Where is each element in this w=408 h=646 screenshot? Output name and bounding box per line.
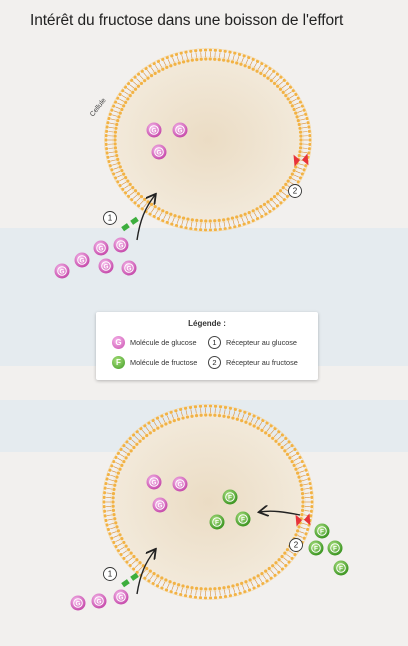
glucose-molecule <box>172 122 188 138</box>
glucose-symbol: G <box>151 127 156 134</box>
fructose-entry-arrow <box>260 511 301 515</box>
figure-title: Intérêt du fructose dans une boisson de … <box>30 12 344 29</box>
glucose-molecule <box>98 258 114 274</box>
legend-title: Légende : <box>188 319 226 328</box>
glucose-molecule <box>93 240 109 256</box>
glucose-molecule <box>70 595 86 611</box>
glucose-entry-arrow <box>136 195 155 241</box>
fructose-molecule <box>327 540 343 556</box>
glucose-molecule <box>146 474 162 490</box>
receptor-2-badge-label: 2 <box>294 541 299 550</box>
fructose-molecule <box>333 560 349 576</box>
glucose-molecule-icon: G <box>112 336 125 349</box>
glucose-symbol: G <box>98 245 103 252</box>
glucose-symbol: G <box>118 242 123 249</box>
legend-receptor1-label: Récepteur au glucose <box>226 338 297 347</box>
glucose-symbol: G <box>156 149 161 156</box>
glucose-molecule <box>121 260 137 276</box>
glucose-symbol: G <box>75 600 80 607</box>
receptor-2-badge <box>289 538 303 552</box>
legend-receptor2-label: Récepteur au fructose <box>226 358 298 367</box>
glucose-symbol: G <box>118 594 123 601</box>
fructose-symbol: F <box>320 528 324 535</box>
glucose-molecule <box>54 263 70 279</box>
glucose-symbol: G <box>151 479 156 486</box>
receptor-2-badge <box>288 184 302 198</box>
fructose-molecule <box>209 514 225 530</box>
glucose-symbol: G <box>59 268 64 275</box>
receptor-1-badge <box>103 567 117 581</box>
glucose-molecule <box>151 144 167 160</box>
glucose-symbol: G <box>126 265 131 272</box>
receptor-2-badge-label: 2 <box>293 187 298 196</box>
glucose-molecule <box>172 476 188 492</box>
glucose-molecule <box>152 497 168 513</box>
glucose-molecule <box>74 252 90 268</box>
glucose-entry-arrow <box>136 550 155 595</box>
glucose-symbol: G <box>177 481 182 488</box>
fructose-molecule <box>308 540 324 556</box>
cytoplasm <box>112 56 304 224</box>
fructose-symbol: F <box>314 545 318 552</box>
fructose-symbol: F <box>339 565 343 572</box>
cytoplasm <box>110 412 306 592</box>
receptor-1-badge-label: 1 <box>108 570 113 579</box>
receptor-1-icon: 1 <box>208 336 221 349</box>
cell-label: Cellule <box>89 97 108 118</box>
legend-glucose-label: Molécule de glucose <box>130 338 197 347</box>
glucose-molecule <box>146 122 162 138</box>
cell-bottom: 12 <box>102 404 314 600</box>
fructose-molecule <box>314 523 330 539</box>
fructose-symbol: F <box>333 545 337 552</box>
glucose-receptor <box>121 216 139 232</box>
fructose-receptor <box>295 513 311 527</box>
glucose-molecule <box>91 593 107 609</box>
fructose-molecule-icon: F <box>112 356 125 369</box>
receptor-1-badge <box>103 211 117 225</box>
glucose-receptor <box>121 572 139 588</box>
fructose-symbol: F <box>215 519 219 526</box>
fructose-molecule <box>235 511 251 527</box>
glucose-molecule <box>113 237 129 253</box>
glucose-symbol: G <box>177 127 182 134</box>
fructose-molecule <box>222 489 238 505</box>
receptor-2-icon: 2 <box>208 356 221 369</box>
cell-top: 12 <box>103 48 312 232</box>
glucose-symbol: G <box>157 502 162 509</box>
legend-box: Légende : G Molécule de glucose F Molécu… <box>96 312 318 380</box>
fructose-symbol: F <box>228 494 232 501</box>
glucose-symbol: G <box>103 263 108 270</box>
glucose-symbol: G <box>96 598 101 605</box>
receptor-1-badge-label: 1 <box>108 214 113 223</box>
glucose-symbol: G <box>79 257 84 264</box>
legend-fructose-label: Molécule de fructose <box>130 358 198 367</box>
glucose-molecule <box>113 589 129 605</box>
fructose-symbol: F <box>241 516 245 523</box>
fructose-receptor <box>293 153 309 167</box>
